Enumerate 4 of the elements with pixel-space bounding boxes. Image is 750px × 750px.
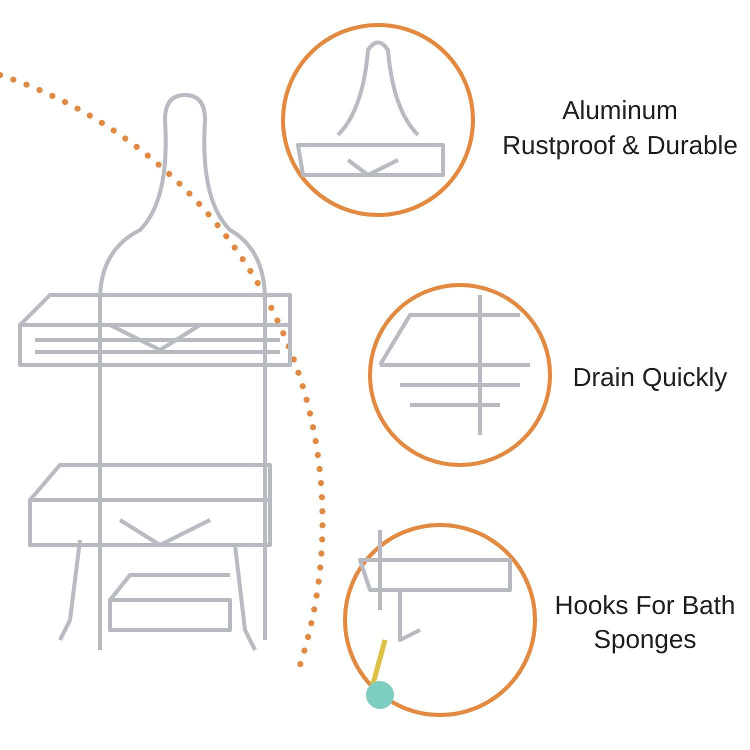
feature-text: Drain Quickly [572,361,728,394]
feature-heading: Aluminum [561,94,679,127]
feature-text: Hooks For Bath Sponges [554,589,736,656]
feature-text: Rustproof & Durable [501,129,739,162]
